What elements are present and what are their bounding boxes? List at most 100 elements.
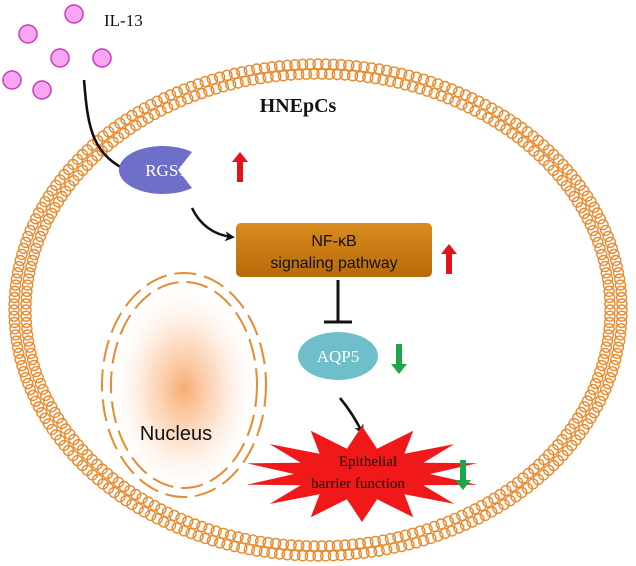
membrane-lipid	[475, 108, 488, 121]
arrow-rgs1-to-nfkb	[190, 207, 235, 242]
membrane-lipid	[27, 389, 39, 402]
membrane-lipid	[221, 69, 233, 82]
membrane-lipid	[32, 371, 44, 384]
membrane-lipid	[25, 347, 37, 360]
membrane-lipid	[615, 323, 627, 335]
membrane-lipid	[114, 491, 126, 503]
membrane-lipid	[486, 102, 498, 114]
membrane-lipid	[498, 498, 510, 511]
membrane-lipid	[126, 109, 138, 122]
membrane-lipid	[24, 224, 36, 237]
membrane-lipid	[42, 395, 55, 407]
membrane-lipid	[20, 298, 32, 310]
membrane-lipid	[575, 406, 587, 419]
membrane-lipid	[602, 279, 615, 291]
membrane-lipid	[316, 540, 328, 552]
membrane-lipid	[608, 359, 620, 372]
membrane-lipid	[432, 530, 444, 542]
membrane-lipid	[206, 73, 219, 86]
membrane-lipid	[466, 92, 478, 104]
cell-membrane	[8, 58, 628, 562]
membrane-lipid	[453, 522, 465, 534]
membrane-lipid	[358, 61, 370, 73]
membrane-lipid	[600, 383, 612, 396]
membrane-lipid	[417, 73, 430, 86]
membrane-lipid	[410, 71, 422, 83]
membrane-lipid	[120, 113, 132, 126]
membrane-lipid	[199, 75, 211, 88]
membrane-lipid	[189, 90, 201, 102]
membrane-lipid	[213, 537, 226, 549]
membrane-lipid	[21, 279, 34, 291]
membrane-lipid	[254, 535, 267, 548]
membrane-lipid	[243, 543, 256, 556]
membrane-lipid	[46, 401, 58, 413]
membrane-lipid	[439, 80, 451, 93]
membrane-lipid	[144, 98, 157, 111]
membrane-lipid	[446, 83, 458, 95]
membrane-lipid	[597, 353, 610, 366]
membrane-lipid	[410, 537, 422, 549]
membrane-lipid	[168, 509, 180, 522]
membrane-lipid	[236, 66, 248, 78]
membrane-lipid	[151, 95, 163, 107]
membrane-lipid	[30, 365, 42, 378]
membrane-lipid	[161, 101, 174, 114]
il13-molecule	[18, 24, 38, 44]
membrane-lipid	[453, 86, 465, 98]
membrane-lipid	[479, 98, 491, 111]
membrane-lipid	[459, 89, 472, 101]
membrane-lipid	[192, 530, 204, 542]
membrane-lipid	[475, 499, 488, 512]
membrane-lipid	[588, 407, 600, 419]
membrane-lipid	[479, 509, 491, 522]
membrane-lipid	[171, 86, 183, 98]
membrane-lipid	[270, 70, 282, 83]
membrane-lipid	[196, 520, 208, 533]
membrane-lipid	[148, 108, 161, 121]
membrane-lipid	[142, 496, 154, 508]
membrane-lipid	[46, 207, 58, 220]
membrane-lipid	[20, 310, 32, 322]
membrane-lipid	[8, 310, 20, 322]
membrane-lipid	[456, 98, 468, 111]
down-arrow-icon	[455, 460, 471, 490]
membrane-lipid	[36, 201, 48, 214]
membrane-lipid	[228, 540, 241, 553]
membrane-lipid	[138, 506, 151, 518]
cell-label: HNEpCs	[260, 95, 337, 117]
membrane-lipid	[22, 377, 34, 390]
membrane-lipid	[414, 525, 426, 537]
membrane-lipid	[399, 79, 411, 91]
membrane-lipid	[132, 105, 144, 118]
membrane-lipid	[178, 83, 190, 95]
membrane-lipid	[262, 71, 274, 84]
nfkb-box	[236, 223, 432, 277]
rgs1-label: RGS1	[145, 161, 187, 180]
membrane-lipid	[377, 74, 389, 86]
membrane-lipid	[506, 480, 518, 493]
membrane-lipid	[8, 291, 21, 304]
membrane-lipid	[587, 383, 599, 396]
membrane-lipid	[196, 87, 208, 100]
membrane-lipid	[232, 531, 244, 543]
membrane-lipid	[18, 242, 30, 255]
membrane-lipid	[118, 127, 130, 140]
aqp5-channel	[298, 332, 378, 380]
membrane-lipid	[428, 87, 440, 100]
membrane-lipid	[602, 329, 615, 341]
membrane-lipid	[189, 518, 201, 530]
membrane-lipid	[459, 519, 472, 531]
membrane-lipid	[210, 83, 222, 95]
membrane-lipid	[148, 499, 161, 512]
membrane-lipid	[615, 291, 628, 304]
membrane-lipid	[320, 58, 332, 70]
membrane-lipid	[112, 131, 125, 144]
membrane-lipid	[21, 329, 34, 341]
membrane-lipid	[597, 218, 609, 231]
membrane-lipid	[22, 230, 34, 243]
membrane-lipid	[32, 236, 44, 249]
membrane-lipid	[403, 69, 415, 82]
membrane-lipid	[604, 310, 616, 322]
membrane-lipid	[11, 267, 24, 279]
